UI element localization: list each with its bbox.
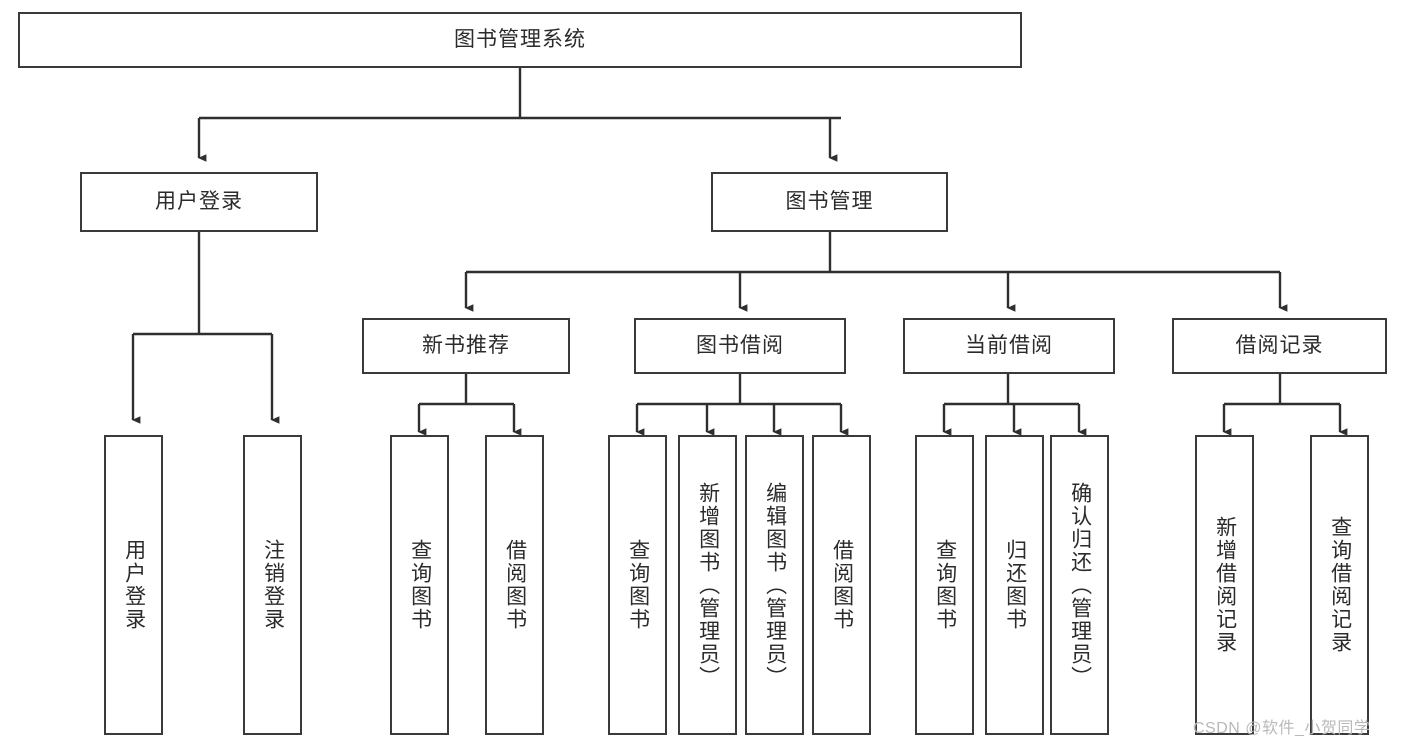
node-label: 用户登录 bbox=[122, 539, 146, 631]
node-label: 查询图书 bbox=[626, 539, 650, 631]
node-leaf-query-borrow-record[interactable]: 查询借阅记录 bbox=[1310, 435, 1369, 735]
node-leaf-add-book-admin[interactable]: 新增图书（管理员） bbox=[678, 435, 737, 735]
node-label: 借阅图书 bbox=[830, 539, 854, 631]
node-label: 归还图书 bbox=[1003, 539, 1027, 631]
node-label: 查询借阅记录 bbox=[1328, 516, 1352, 654]
node-label: 用户登录 bbox=[155, 190, 243, 214]
node-leaf-edit-book-admin[interactable]: 编辑图书（管理员） bbox=[745, 435, 804, 735]
node-book-manage[interactable]: 图书管理 bbox=[711, 172, 948, 232]
node-leaf-borrow-book-1[interactable]: 借阅图书 bbox=[485, 435, 544, 735]
node-leaf-user-logout[interactable]: 注销登录 bbox=[243, 435, 302, 735]
node-label: 新增借阅记录 bbox=[1213, 516, 1237, 654]
node-leaf-add-borrow-record[interactable]: 新增借阅记录 bbox=[1195, 435, 1254, 735]
node-label: 新书推荐 bbox=[422, 334, 510, 358]
node-book-management-system[interactable]: 图书管理系统 bbox=[18, 12, 1022, 68]
node-label: 查询图书 bbox=[408, 539, 432, 631]
node-book-borrow[interactable]: 图书借阅 bbox=[634, 318, 846, 374]
node-leaf-query-book-3[interactable]: 查询图书 bbox=[915, 435, 974, 735]
node-user-login[interactable]: 用户登录 bbox=[80, 172, 318, 232]
csdn-watermark: CSDN @软件_小贺同学 bbox=[1193, 720, 1371, 737]
node-label: 编辑图书（管理员） bbox=[763, 481, 787, 689]
node-leaf-query-book-1[interactable]: 查询图书 bbox=[390, 435, 449, 735]
node-new-book-recommend[interactable]: 新书推荐 bbox=[362, 318, 570, 374]
node-leaf-confirm-return-admin[interactable]: 确认归还（管理员） bbox=[1050, 435, 1109, 735]
node-leaf-user-login[interactable]: 用户登录 bbox=[104, 435, 163, 735]
node-current-borrow[interactable]: 当前借阅 bbox=[903, 318, 1115, 374]
node-label: 借阅记录 bbox=[1235, 334, 1324, 358]
node-label: 注销登录 bbox=[261, 539, 285, 631]
node-label: 当前借阅 bbox=[965, 334, 1053, 358]
node-label: 图书管理 bbox=[785, 190, 874, 214]
node-label: 借阅图书 bbox=[503, 539, 527, 631]
node-label: 图书借阅 bbox=[696, 334, 784, 358]
node-leaf-borrow-book-2[interactable]: 借阅图书 bbox=[812, 435, 871, 735]
node-leaf-return-book[interactable]: 归还图书 bbox=[985, 435, 1044, 735]
node-label: 新增图书（管理员） bbox=[696, 481, 720, 689]
node-label: 查询图书 bbox=[933, 539, 957, 631]
node-label: 确认归还（管理员） bbox=[1068, 481, 1092, 689]
node-borrow-record[interactable]: 借阅记录 bbox=[1172, 318, 1387, 374]
node-leaf-query-book-2[interactable]: 查询图书 bbox=[608, 435, 667, 735]
node-label: 图书管理系统 bbox=[454, 28, 586, 52]
